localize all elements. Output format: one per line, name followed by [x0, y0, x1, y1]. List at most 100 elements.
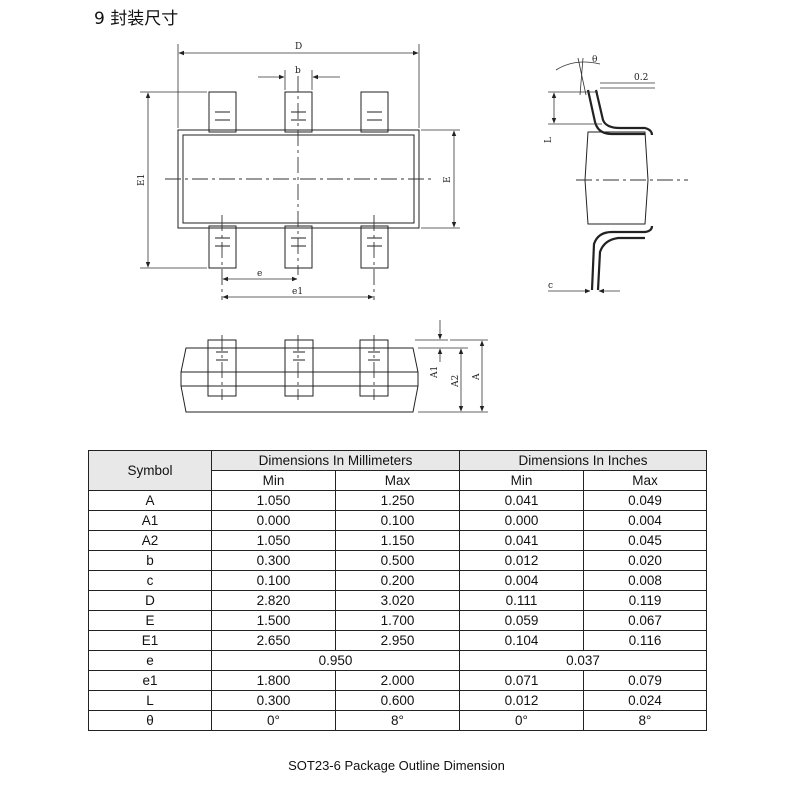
table-cell: 1.700	[334, 610, 461, 631]
symbol-header: Symbol	[88, 450, 212, 491]
table-cell: 0.079	[583, 670, 708, 691]
label-theta: θ	[592, 55, 597, 65]
table-cell: 1.800	[211, 670, 336, 691]
table-cell: 0.300	[211, 690, 336, 711]
table-cell: 8°	[334, 710, 461, 731]
table-cell: 1.500	[211, 610, 336, 631]
table-cell: 1.250	[334, 490, 461, 511]
table-cell: 0.000	[459, 510, 585, 531]
table-cell: A1	[88, 510, 212, 531]
inch-header: Dimensions In Inches	[459, 450, 708, 471]
label-L: L	[544, 137, 554, 143]
figure-caption: SOT23-6 Package Outline Dimension	[288, 758, 505, 773]
front-view: A1 A2 A	[180, 320, 488, 413]
label-E: E	[443, 176, 453, 183]
side-view: θ 0.2 L c	[544, 55, 688, 294]
table-cell: 0.041	[459, 530, 585, 551]
table-cell: 0.200	[334, 570, 461, 591]
top-view: D b E1 E e e1	[137, 42, 460, 300]
table-cell: 0.012	[459, 690, 585, 711]
table-cell: 0.111	[459, 590, 585, 611]
mm-header: Dimensions In Millimeters	[210, 450, 461, 471]
mm-min-header: Min	[211, 470, 336, 491]
table-cell: 1.050	[211, 490, 336, 511]
table-cell: D	[88, 590, 212, 611]
label-D: D	[295, 42, 302, 52]
lead-top-3	[360, 91, 389, 133]
table-cell: A	[88, 490, 212, 511]
front-body	[180, 347, 419, 413]
table-cell: 0.950	[210, 650, 461, 671]
label-gauge: 0.2	[634, 73, 648, 83]
table-cell: 0.004	[459, 570, 585, 591]
label-b: b	[295, 66, 301, 76]
table-cell: 0.004	[583, 510, 708, 531]
label-E1: E1	[137, 174, 147, 186]
table-cell: 0.067	[583, 610, 708, 631]
label-A2: A2	[451, 375, 461, 388]
in-max-header: Max	[583, 470, 708, 491]
label-e: e	[257, 269, 262, 279]
lead-bottom-2	[284, 225, 313, 269]
table-cell: 0.104	[459, 630, 585, 651]
table-cell: 0.071	[459, 670, 585, 691]
table-cell: A2	[88, 530, 212, 551]
table-cell: 0.100	[334, 510, 461, 531]
table-cell: e	[88, 650, 212, 671]
table-cell: 0.008	[583, 570, 708, 591]
label-c: c	[548, 281, 553, 291]
table-cell: E1	[88, 630, 212, 651]
table-cell: 0.119	[583, 590, 708, 611]
table-cell: 0.300	[211, 550, 336, 571]
table-cell: 1.050	[211, 530, 336, 551]
package-outline-drawing: D b E1 E e e1	[137, 42, 688, 413]
table-cell: E	[88, 610, 212, 631]
table-cell: 0.045	[583, 530, 708, 551]
mm-max-header: Max	[334, 470, 461, 491]
table-cell: 0°	[211, 710, 336, 731]
table-cell: 0.500	[334, 550, 461, 571]
dimension-table: Symbol Dimensions In Millimeters Dimensi…	[88, 450, 708, 731]
side-body	[584, 131, 649, 225]
table-cell: c	[88, 570, 212, 591]
table-cell: 2.650	[211, 630, 336, 651]
table-cell: 0.116	[583, 630, 708, 651]
lead-top-1	[208, 91, 237, 133]
section-title: 9 封装尺寸	[94, 9, 179, 29]
table-cell: L	[88, 690, 212, 711]
lead-bottom-3	[360, 225, 389, 269]
table-cell: 2.950	[334, 630, 461, 651]
label-A: A	[472, 373, 482, 381]
table-cell: 1.150	[334, 530, 461, 551]
table-cell: 0.024	[583, 690, 708, 711]
table-cell: 0.041	[459, 490, 585, 511]
table-cell: b	[88, 550, 212, 571]
front-lead-2	[284, 339, 314, 397]
table-cell: 0°	[459, 710, 585, 731]
table-cell: 8°	[583, 710, 708, 731]
table-cell: 3.020	[334, 590, 461, 611]
table-cell: e1	[88, 670, 212, 691]
label-A1: A1	[430, 366, 440, 379]
table-cell: θ	[88, 710, 212, 731]
table-cell: 0.037	[459, 650, 708, 671]
table-cell: 0.012	[459, 550, 585, 571]
table-cell: 0.059	[459, 610, 585, 631]
table-cell: 0.600	[334, 690, 461, 711]
label-e1: e1	[292, 287, 303, 297]
table-cell: 2.000	[334, 670, 461, 691]
lead-top-2	[284, 91, 313, 133]
table-cell: 0.000	[211, 510, 336, 531]
